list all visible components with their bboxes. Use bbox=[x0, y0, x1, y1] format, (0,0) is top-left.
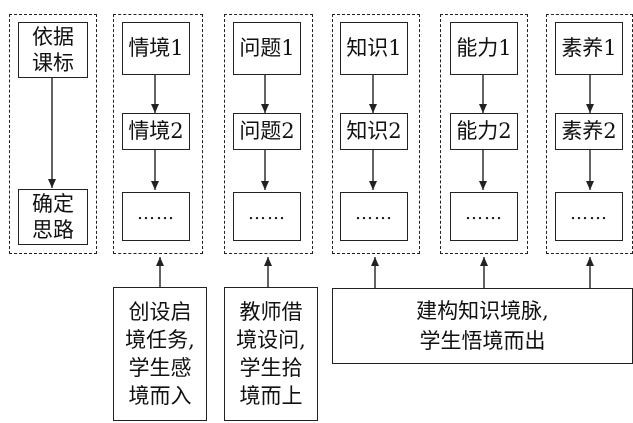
box-knowledge-1: 知识1 bbox=[340, 22, 408, 75]
box-literacy-1: 素养1 bbox=[555, 22, 623, 75]
box-question-2: 问题2 bbox=[233, 113, 301, 150]
box-literacy-more: …… bbox=[555, 192, 623, 241]
box-situation-more: …… bbox=[122, 192, 190, 241]
note-create-task: 创设启 境任务, 学生感 境而入 bbox=[113, 287, 207, 421]
box-knowledge-more: …… bbox=[340, 192, 408, 241]
box-knowledge-2: 知识2 bbox=[340, 113, 408, 150]
column-knowledge bbox=[332, 14, 420, 254]
box-situation-2: 情境2 bbox=[122, 113, 190, 150]
column-question bbox=[224, 14, 313, 254]
note-teacher-question: 教师借 境设问, 学生拾 境而上 bbox=[224, 287, 318, 421]
box-literacy-2: 素养2 bbox=[555, 113, 623, 150]
box-ability-2: 能力2 bbox=[450, 113, 518, 150]
box-question-1: 问题1 bbox=[233, 22, 301, 75]
box-question-more: …… bbox=[233, 192, 301, 241]
box-ability-more: …… bbox=[450, 192, 518, 241]
note-build-knowledge: 建构知识境脉, 学生悟境而出 bbox=[332, 288, 633, 364]
box-situation-1: 情境1 bbox=[122, 22, 190, 75]
box-determine-approach: 确定思路 bbox=[18, 189, 88, 245]
column-basis bbox=[9, 14, 97, 254]
box-ability-1: 能力1 bbox=[450, 22, 518, 75]
column-ability bbox=[440, 14, 528, 254]
box-basis-curriculum: 依据课标 bbox=[18, 22, 88, 78]
column-situation bbox=[113, 14, 203, 254]
